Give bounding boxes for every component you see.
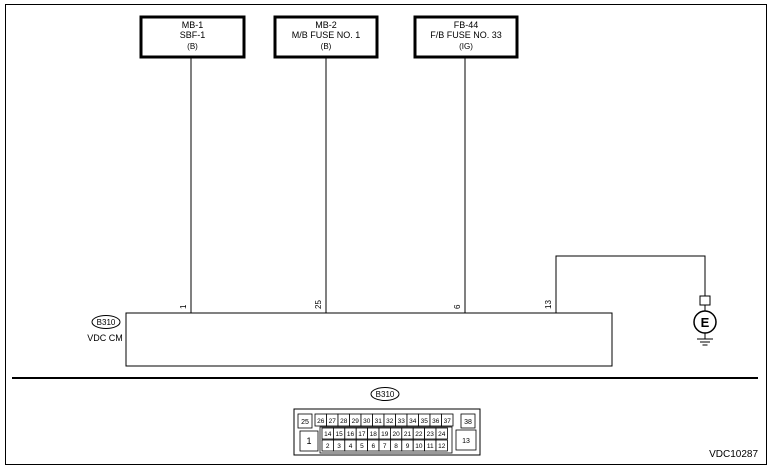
vdc-cm-module — [125, 312, 613, 367]
fuse-box-2-line3: (B) — [321, 42, 332, 51]
pin-cell-1: 1 — [306, 436, 311, 446]
pin-cell-11: 11 — [427, 443, 434, 450]
module-name: VDC CM — [87, 333, 123, 343]
fuse-box-3-line1: FB-44 — [454, 20, 479, 30]
pin-label-13: 13 — [544, 300, 553, 309]
pin-cell-20: 20 — [392, 431, 400, 438]
pin-cell-4: 4 — [349, 443, 353, 450]
pin-cell-10: 10 — [415, 443, 423, 450]
connector-view-tag-label: B310 — [376, 390, 395, 399]
pin-cell-34: 34 — [409, 418, 417, 425]
wire-pin-13-ground — [555, 255, 706, 313]
fuse-box-3-line2: F/B FUSE NO. 33 — [430, 30, 502, 40]
pin-cell-15: 15 — [335, 431, 343, 438]
pin-cell-24: 24 — [438, 431, 446, 438]
pin-cell-37: 37 — [444, 418, 452, 425]
pin-cell-22: 22 — [415, 431, 423, 438]
pin-cell-5: 5 — [360, 443, 364, 450]
pin-cell-2: 2 — [326, 443, 330, 450]
pin-cell-14: 14 — [324, 431, 332, 438]
ground-label: E — [701, 315, 710, 330]
fuse-box-mb-fuse-1: MB-2 M/B FUSE NO. 1 (B) — [273, 15, 379, 59]
pin-cell-26: 26 — [317, 418, 325, 425]
pin-cell-36: 36 — [432, 418, 440, 425]
connector-tag-b310 — [91, 315, 121, 329]
fuse-box-1-line3: (B) — [187, 42, 198, 51]
pin-cell-21: 21 — [404, 431, 412, 438]
pin-cell-18: 18 — [370, 431, 378, 438]
pin-cell-31: 31 — [375, 418, 383, 425]
pin-cell-9: 9 — [406, 443, 410, 450]
fuse-box-2-line1: MB-2 — [315, 20, 337, 30]
pin-cell-32: 32 — [386, 418, 394, 425]
pin-cell-25: 25 — [301, 419, 309, 426]
pin-cell-30: 30 — [363, 418, 371, 425]
fuse-box-2-line2: M/B FUSE NO. 1 — [292, 30, 361, 40]
connector-view-tag — [370, 387, 400, 401]
pin-cell-16: 16 — [347, 431, 355, 438]
pin-cell-33: 33 — [398, 418, 406, 425]
ground-symbol: E — [693, 295, 717, 346]
pin-cell-28: 28 — [340, 418, 348, 425]
fuse-box-1-line1: MB-1 — [182, 20, 204, 30]
pin-cell-27: 27 — [329, 418, 337, 425]
pin-cell-38: 38 — [464, 419, 472, 426]
pin-label-25: 25 — [314, 300, 323, 309]
connector-tag-b310-label: B310 — [97, 318, 116, 327]
fuse-box-3-line3: (IG) — [459, 42, 473, 51]
pin-cell-7: 7 — [383, 443, 387, 450]
pin-cell-23: 23 — [427, 431, 435, 438]
pin-cell-19: 19 — [381, 431, 389, 438]
pin-cell-35: 35 — [421, 418, 429, 425]
fuse-box-sbf-1: MB-1 SBF-1 (B) — [139, 15, 246, 59]
pin-cell-12: 12 — [438, 443, 446, 450]
pin-label-6: 6 — [453, 304, 462, 309]
pin-cell-box-24 — [435, 427, 448, 440]
pin-cell-8: 8 — [394, 443, 398, 450]
diagram-code: VDC10287 — [709, 449, 758, 460]
pin-label-1: 1 — [179, 304, 188, 309]
pin-cell-box-12 — [435, 439, 448, 452]
pin-cell-17: 17 — [358, 431, 366, 438]
pin-cell-29: 29 — [352, 418, 360, 425]
diagram-frame — [5, 4, 767, 465]
pin-cell-13: 13 — [462, 438, 470, 445]
fuse-box-1-line2: SBF-1 — [180, 30, 206, 40]
pin-cell-3: 3 — [337, 443, 341, 450]
fuse-box-fb-fuse-33: FB-44 F/B FUSE NO. 33 (IG) — [413, 15, 519, 59]
pin-cell-box-37 — [441, 413, 454, 427]
pin-cell-6: 6 — [371, 443, 375, 450]
